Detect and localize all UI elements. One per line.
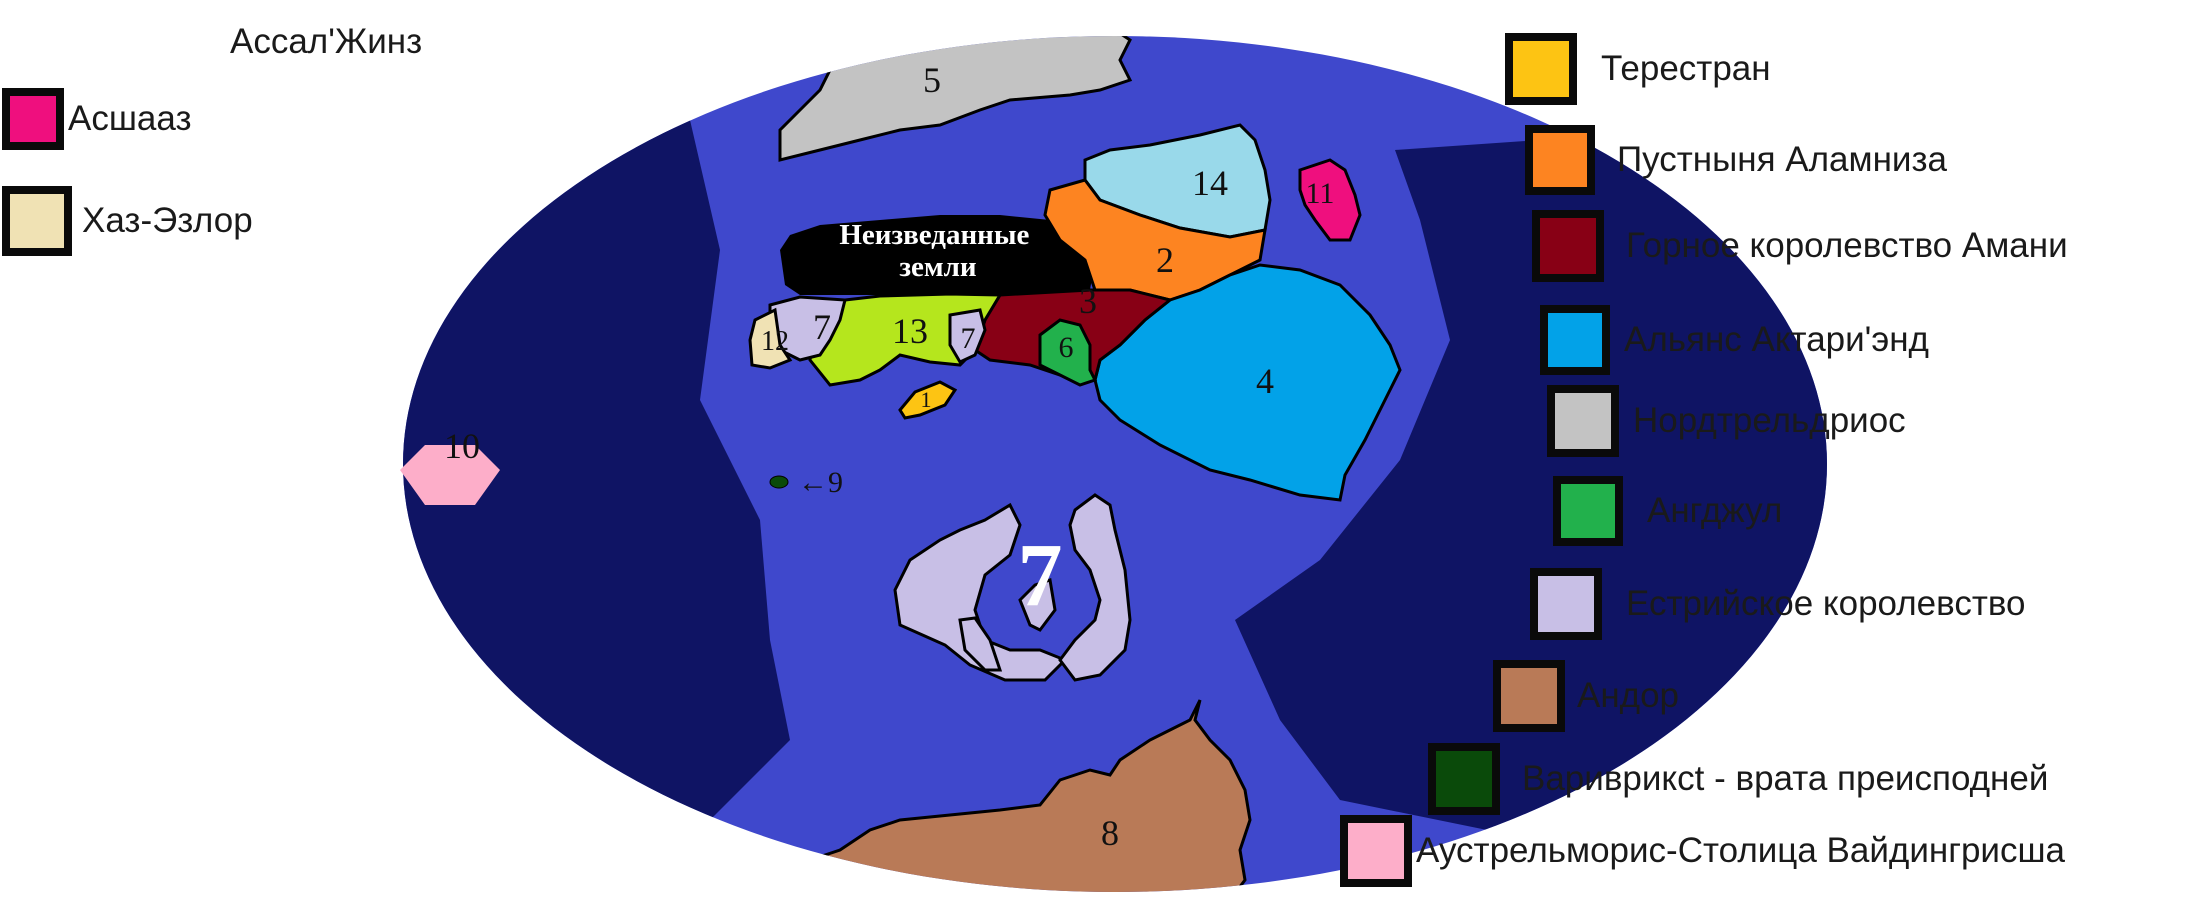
legend-swatch-austrelmoris [1340,815,1412,887]
legend-label-alyans: Альянс Актари'энд [1624,320,1929,359]
region-terestran [898,380,958,420]
region-label-9: ←9 [798,466,843,499]
legend-item-gornoe: Горное королевство Амани [1532,210,2068,282]
region-label-13: 13 [892,311,928,351]
legend-item-nordtreldrios: Нордтрельдриос [1547,385,1906,457]
region-angdzhul [1038,318,1098,387]
region-12 [748,307,793,370]
unknown-lands-line1: Неизведанные [839,219,1029,251]
region-label-6: 6 [1059,331,1074,364]
legend-item-asshaaz: Асшааз [2,88,192,150]
region-asshaaz [1298,158,1362,242]
legend-swatch-varivrikst [1428,743,1500,815]
legend-label-angdzhul: Ангджул [1647,491,1783,530]
legend-swatch-terestran [1505,33,1577,105]
legend-label-asshaaz: Асшааз [68,99,192,138]
legend-item-andor: Андор [1493,660,1679,732]
legend-label-terestran: Терестран [1601,49,1771,88]
legend-item-alyans: Альянс Актари'энд [1540,305,1929,375]
legend-item-varivrikst: Варивриксt - врата преисподней [1428,743,2048,815]
legend-swatch-khaz-ezlor [2,186,72,256]
region-label-7-west: 7 [813,307,831,347]
region-varivrikst [769,475,789,489]
legend-swatch-andor [1493,660,1565,732]
region-label-7-island: 7 [1018,526,1063,625]
legend-label-estriyskoe: Естрийское королевство [1626,584,2026,623]
legend-label-pustnynya: Пустныня Аламниза [1617,140,1947,179]
legend-swatch-alyans [1540,305,1610,375]
legend-swatch-pustnynya [1525,125,1595,195]
legend-item-pustnynya: Пустныня Аламниза [1525,125,1947,195]
region-label-2: 2 [1156,240,1174,280]
region-label-8: 8 [1101,813,1119,853]
legend-label-andor: Андор [1577,676,1680,715]
legend-label-nordtreldrios: Нордтрельдриос [1633,401,1906,440]
region-unknown-lands [780,215,1095,295]
legend-item-terestran: Терестран [1505,33,1771,105]
region-austrelmoris [400,445,500,505]
legend-label-khaz-ezlor: Хаз-Эзлор [82,201,253,240]
legend-label-gornoe: Горное королевство Амани [1626,226,2068,265]
region-label-14: 14 [1192,163,1228,203]
region-label-5: 5 [923,60,941,100]
legend-swatch-estriyskoe [1530,568,1602,640]
deep-ocean-east [1235,120,1827,892]
region-label-4: 4 [1256,361,1274,401]
legend-item-angdzhul: Ангджул [1553,476,1782,546]
region-label-12: 12 [761,326,789,357]
region-andor [788,699,1252,892]
legend-swatch-asshaaz [2,88,64,150]
region-label-3: 3 [1079,281,1097,321]
legend-item-estriyskoe: Естрийское королевство [1530,568,2026,640]
left-legend-title: Ассал'Жинз [230,22,423,61]
legend-swatch-gornoe [1532,210,1604,282]
region-label-11: 11 [1306,177,1335,210]
region-estriyskoe-island [893,493,1132,682]
region-label-1: 1 [921,387,932,412]
region-label-10: 10 [444,426,480,466]
legend-swatch-nordtreldrios [1547,385,1619,457]
region-estriyskoe-small [948,308,987,364]
legend-swatch-angdzhul [1553,476,1623,546]
legend-item-khaz-ezlor: Хаз-Эзлор [2,186,253,256]
legend-label-austrelmoris: Аустрельморис-Столица Вайдингрисша [1416,831,2066,870]
legend-label-varivrikst: Варивриксt - врата преисподней [1522,759,2049,798]
region-label-7-small: 7 [961,322,976,355]
unknown-lands-line2: земли [899,251,976,283]
legend-item-austrelmoris: Аустрельморис-Столица Вайдингрисша [1340,815,2065,887]
unknown-lands-label: Неизведанные земли [839,219,1036,283]
